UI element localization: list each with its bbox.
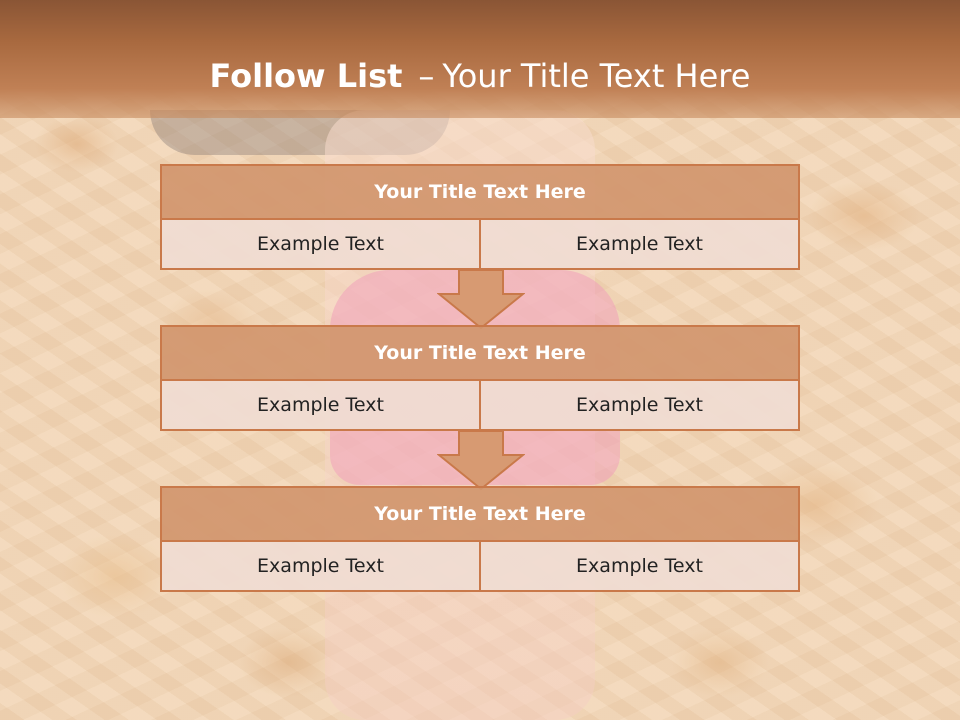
list-block-1: Your Title Text Here Example Text Exampl… (160, 164, 800, 270)
block-cell-left: Example Text (162, 542, 479, 590)
block-cell-left: Example Text (162, 220, 479, 268)
block-title: Your Title Text Here (160, 486, 800, 542)
block-cell-right: Example Text (479, 542, 798, 590)
block-row: Example Text Example Text (160, 542, 800, 592)
title-dash: – (418, 57, 435, 95)
title-strong: Follow List (209, 57, 403, 95)
title-rest: Your Title Text Here (442, 57, 751, 95)
block-title: Your Title Text Here (160, 164, 800, 220)
block-cell-right: Example Text (479, 381, 798, 429)
block-title: Your Title Text Here (160, 325, 800, 381)
down-arrow-icon (437, 270, 525, 330)
down-arrow-icon (437, 431, 525, 491)
slide-title: Follow List–Your Title Text Here (0, 54, 960, 98)
list-block-2: Your Title Text Here Example Text Exampl… (160, 325, 800, 431)
block-cell-right: Example Text (479, 220, 798, 268)
list-block-3: Your Title Text Here Example Text Exampl… (160, 486, 800, 592)
block-row: Example Text Example Text (160, 381, 800, 431)
block-row: Example Text Example Text (160, 220, 800, 270)
title-band (0, 0, 960, 118)
block-cell-left: Example Text (162, 381, 479, 429)
